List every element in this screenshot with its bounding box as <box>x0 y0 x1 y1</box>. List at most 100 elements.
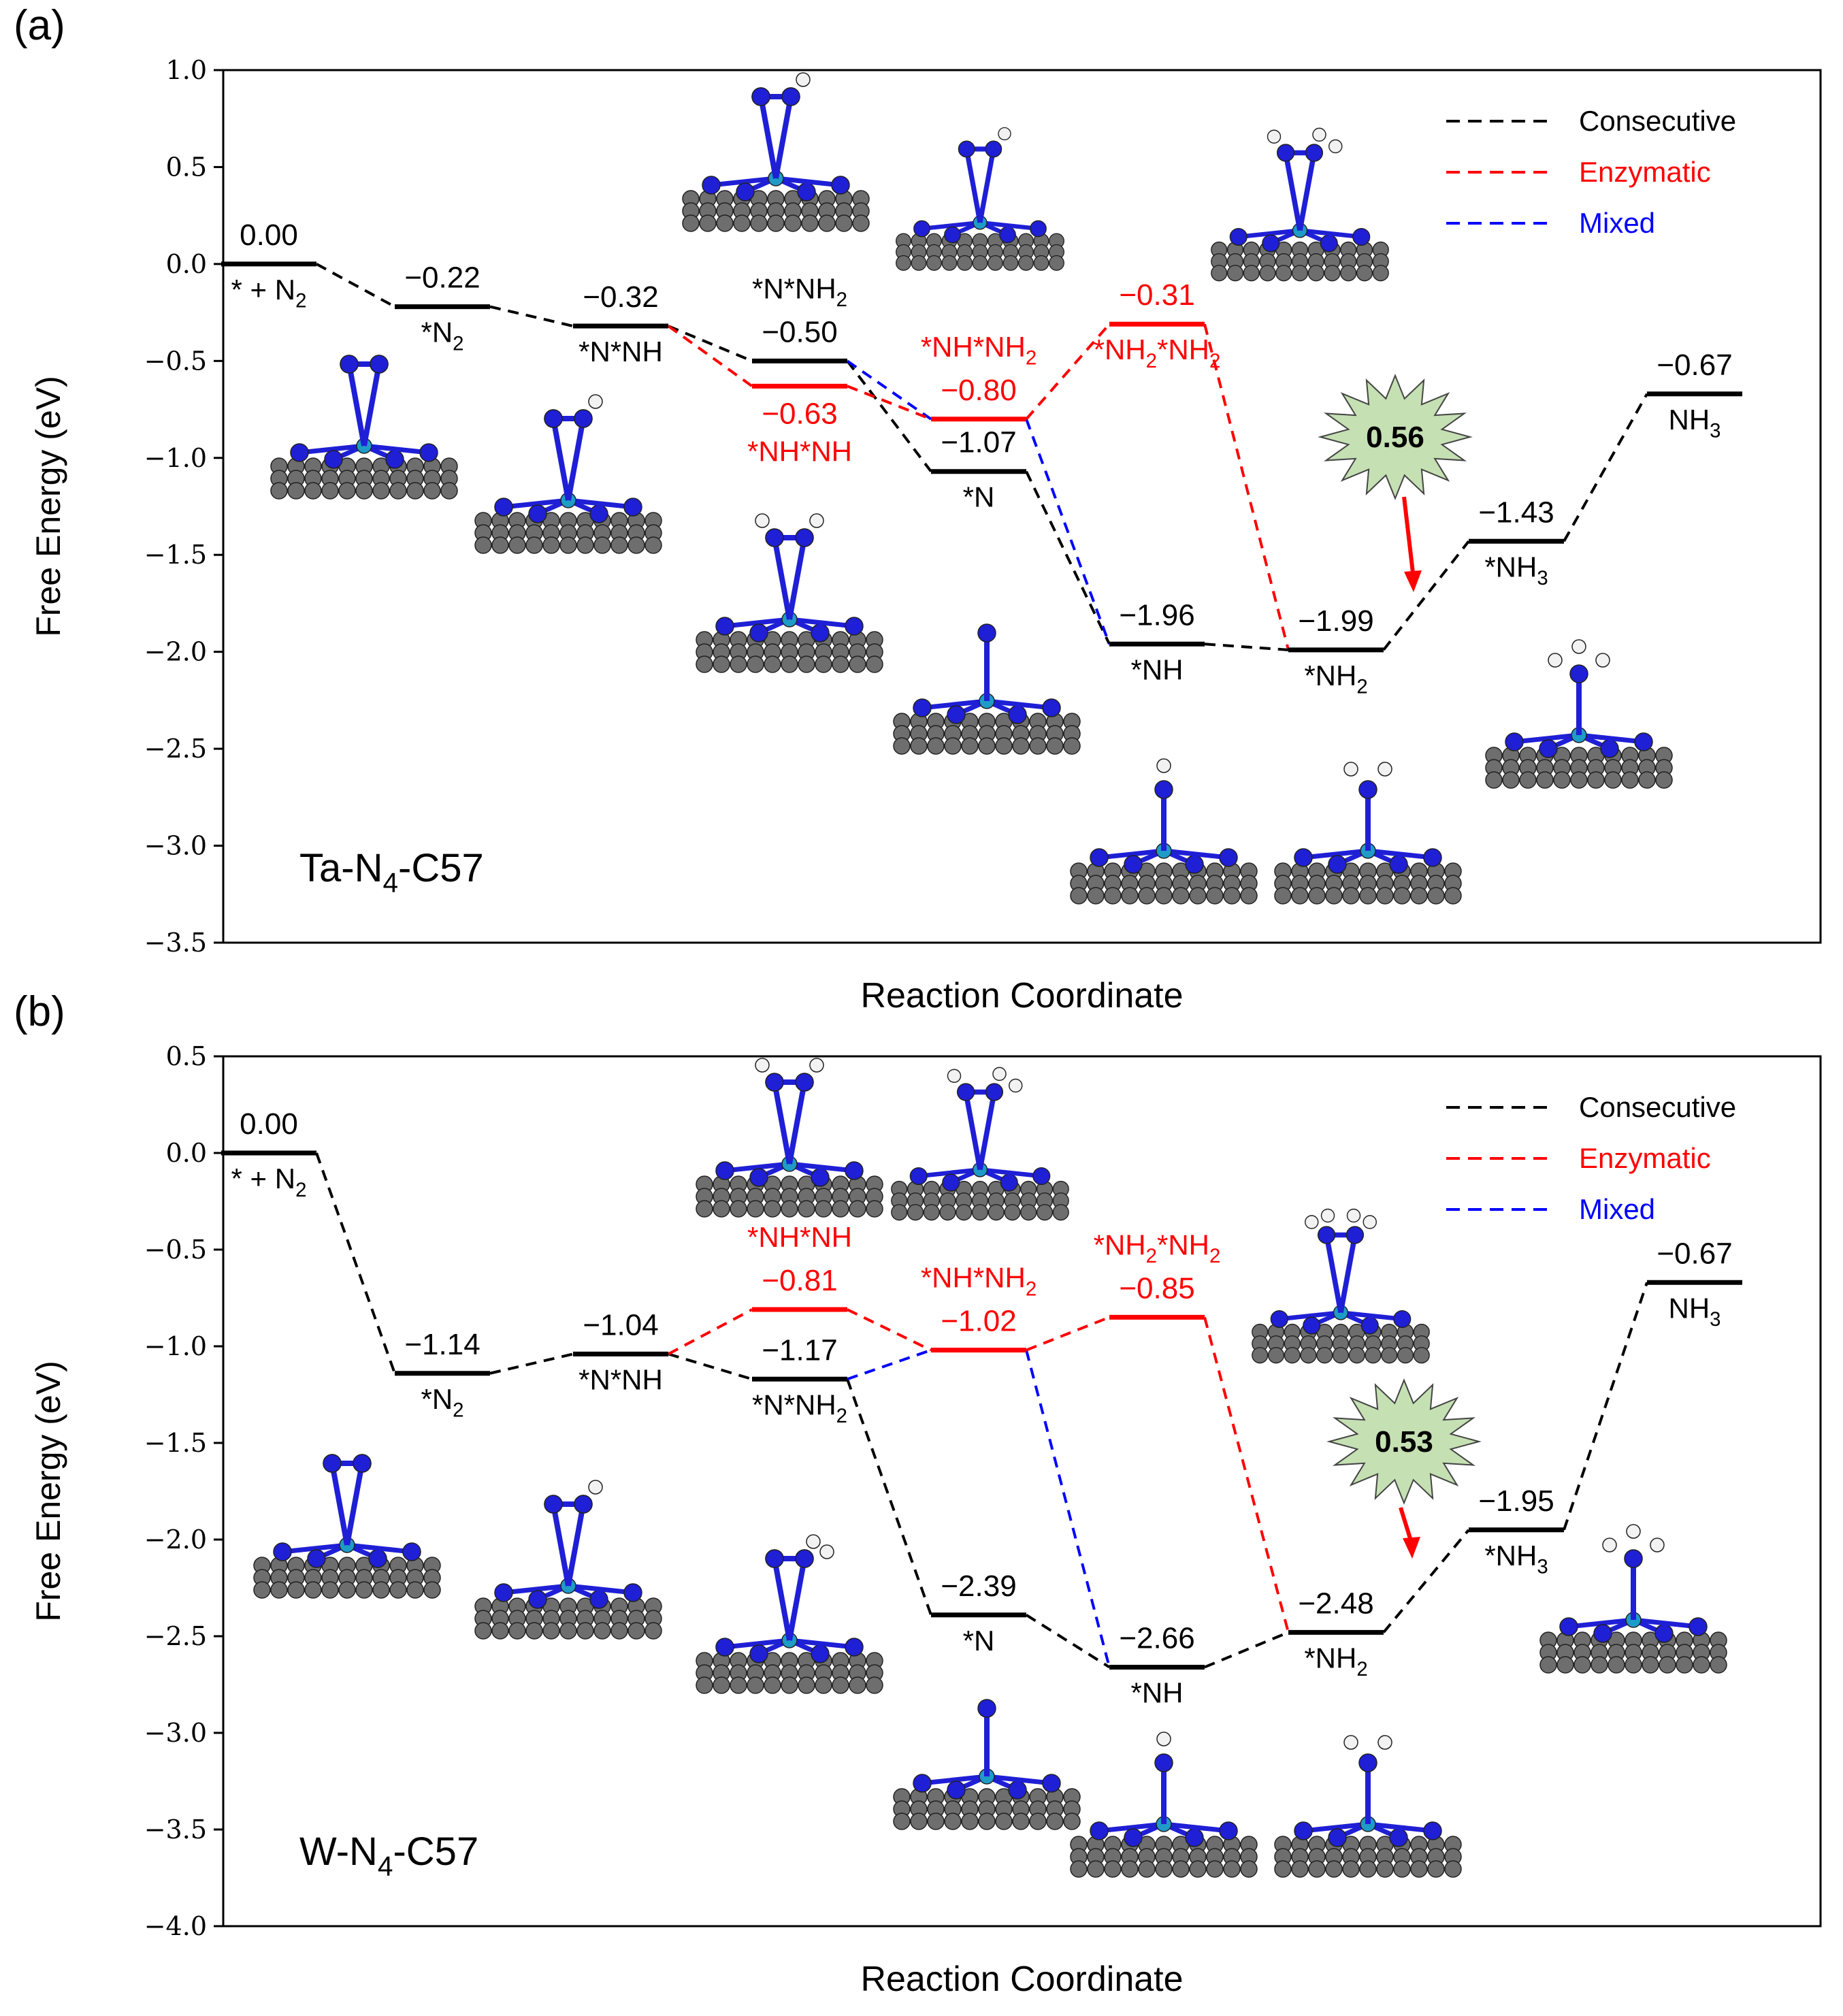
carbon-atom <box>423 1581 441 1599</box>
nitrogen-atom <box>1008 1781 1027 1800</box>
y-tick-label: −2.0 <box>144 637 207 667</box>
bond <box>787 1558 807 1641</box>
carbon-atom <box>747 1200 764 1218</box>
carbon-atom <box>1340 265 1357 282</box>
carbon-atom <box>1029 1812 1047 1830</box>
carbon-atom <box>713 655 730 673</box>
hydrogen-atom <box>1602 1538 1617 1552</box>
carbon-atom <box>764 655 781 673</box>
y-tick-label: −3.0 <box>144 1718 207 1748</box>
bond <box>977 148 996 223</box>
pathway-connector <box>1382 540 1470 651</box>
carbon-atom <box>733 214 751 232</box>
nitrogen-atom <box>1262 234 1280 253</box>
nitrogen-atom <box>715 1161 734 1180</box>
nitrogen-atom <box>1345 1226 1364 1244</box>
carbon-atom <box>1372 265 1389 282</box>
intermediate-label: *N <box>963 1625 995 1657</box>
molecule-structure <box>474 394 662 554</box>
pathway-connector <box>847 1308 932 1352</box>
molecule-structure <box>893 623 1081 755</box>
intermediate-label: *N*NH <box>578 336 663 368</box>
nitrogen-atom <box>909 1167 928 1186</box>
bond <box>346 1542 412 1555</box>
intermediate-label: *NH <box>1130 653 1183 685</box>
energy-value-label: −1.43 <box>1478 495 1554 529</box>
carbon-atom <box>893 737 911 755</box>
pathway-connector <box>1204 1631 1289 1669</box>
nitrogen-atom <box>1042 698 1061 717</box>
pathway-connector <box>489 305 574 328</box>
molecule-structure <box>1252 1208 1430 1364</box>
nitrogen-atom <box>845 1638 864 1657</box>
carbon-atom <box>971 1204 989 1221</box>
legend-label: Enzymatic <box>1579 1142 1711 1174</box>
carbon-atom <box>815 655 832 673</box>
bond <box>1098 848 1164 860</box>
carbon-atom <box>1308 887 1326 905</box>
carbon-atom <box>1676 1656 1693 1674</box>
carbon-atom <box>474 1622 492 1640</box>
hydrogen-atom <box>1377 762 1392 777</box>
bond <box>363 443 429 455</box>
carbon-atom <box>491 536 509 554</box>
pathway-connector <box>668 325 753 363</box>
carbon-atom <box>1359 1860 1377 1878</box>
carbon-atom <box>1018 255 1034 271</box>
carbon-atom <box>1519 771 1537 789</box>
bond <box>1633 1617 1699 1629</box>
y-tick-label: −2.5 <box>144 734 207 764</box>
molecule-structure <box>1070 1732 1258 1878</box>
nitrogen-atom <box>1689 1617 1708 1636</box>
carbon-atom <box>1046 737 1064 755</box>
bond <box>977 1091 997 1171</box>
carbon-atom <box>1570 771 1588 789</box>
bond <box>789 617 855 629</box>
carbon-atom <box>1063 737 1081 755</box>
carbon-atom <box>1206 887 1224 905</box>
nitrogen-atom <box>1303 1316 1321 1335</box>
carbon-atom <box>781 655 798 673</box>
bond <box>922 1774 988 1786</box>
nitrogen-atom <box>494 498 513 517</box>
carbon-atom <box>891 1204 908 1221</box>
carbon-atom <box>957 255 973 271</box>
carbon-atom <box>1427 1860 1445 1878</box>
y-tick-label: 0.0 <box>166 1138 207 1168</box>
y-tick-label: 0.5 <box>166 1041 207 1071</box>
molecule-structure <box>696 1058 883 1218</box>
carbon-atom <box>1342 1860 1360 1878</box>
intermediate-label: NH3 <box>1668 404 1720 442</box>
nitrogen-atom <box>1032 1167 1051 1186</box>
carbon-atom <box>961 1812 979 1830</box>
hydrogen-atom <box>1009 1078 1023 1093</box>
nitrogen-atom <box>715 617 734 636</box>
hydrogen-atom <box>755 1058 770 1073</box>
energy-value-label: −2.39 <box>941 1570 1016 1603</box>
bond <box>986 1774 1052 1786</box>
pathway-connector <box>1025 470 1111 645</box>
molecule-structure <box>1485 639 1673 789</box>
molecule-structure <box>1070 758 1258 905</box>
bond <box>1098 1821 1164 1834</box>
bond <box>979 1167 1042 1179</box>
carbon-atom <box>832 1676 849 1694</box>
bond <box>789 1161 855 1173</box>
carbon-atom <box>815 1676 832 1694</box>
carbon-atom <box>1070 1860 1088 1878</box>
carbon-atom <box>593 536 611 554</box>
arrow-shaft <box>1402 496 1416 579</box>
limiting-step-badge <box>1318 374 1473 500</box>
energy-value-label: −0.50 <box>762 315 837 348</box>
carbon-atom <box>423 482 441 500</box>
bond <box>787 1082 807 1165</box>
molecule-structure <box>696 513 883 673</box>
nitrogen-atom <box>985 140 1002 158</box>
molecule-structure <box>474 1480 662 1640</box>
carbon-atom <box>978 1812 996 1830</box>
carbon-atom <box>406 1581 424 1599</box>
carbon-atom <box>1121 887 1139 905</box>
carbon-atom <box>866 655 883 673</box>
molecule-structure <box>1211 127 1389 282</box>
bond <box>568 1583 634 1595</box>
